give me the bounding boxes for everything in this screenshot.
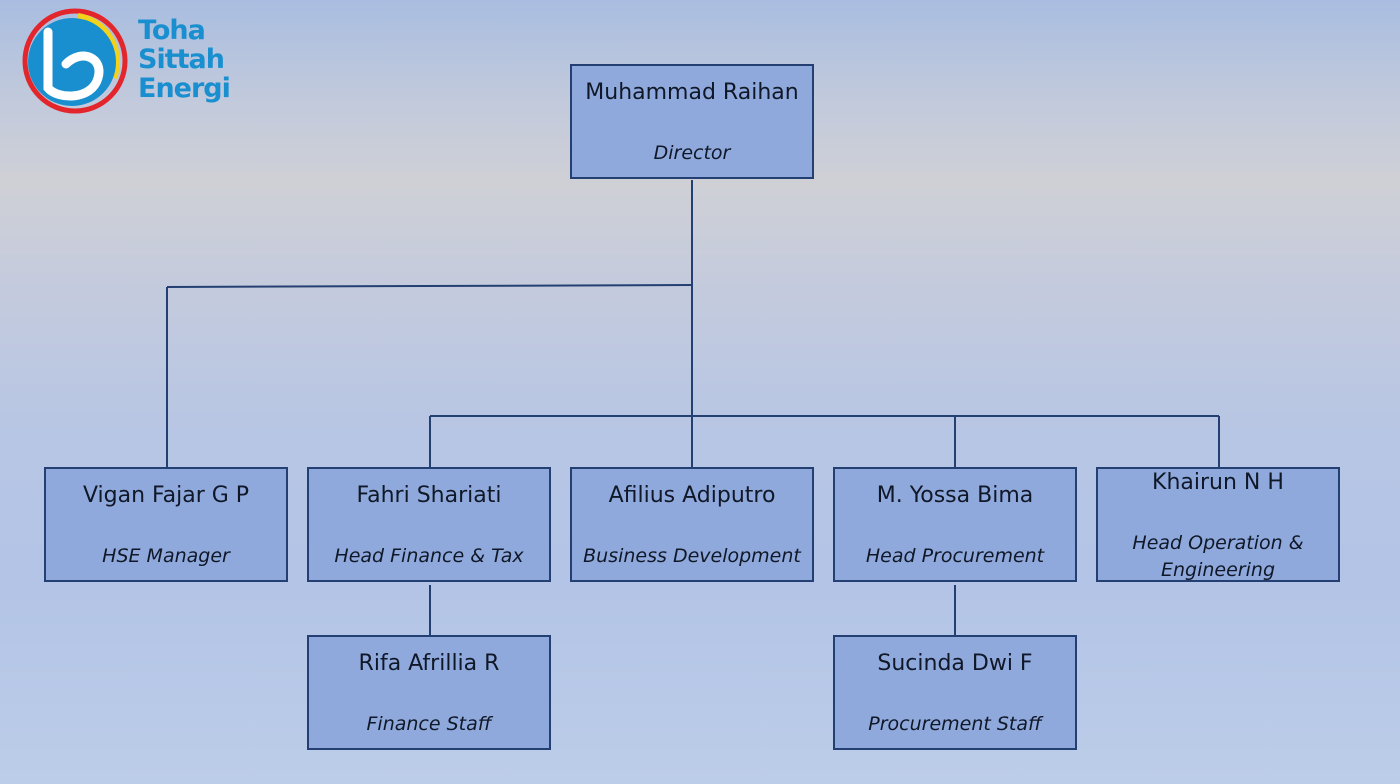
node-role: Head Finance & Tax <box>334 545 524 567</box>
node-role: Head Operation & Engineering <box>1132 532 1304 581</box>
node-name: M. Yossa Bima <box>876 483 1034 508</box>
connector-hse-branch <box>166 284 693 288</box>
node-head-procurement: M. Yossa Bima Head Procurement <box>833 467 1077 582</box>
node-name: Sucinda Dwi F <box>877 651 1033 676</box>
node-head-operation: Khairun N H Head Operation & Engineering <box>1096 467 1340 582</box>
node-business-development: Afilius Adiputro Business Development <box>570 467 814 582</box>
node-role: Director <box>653 142 731 164</box>
node-name: Muhammad Raihan <box>585 80 799 105</box>
node-name: Vigan Fajar G P <box>82 483 250 508</box>
node-role: Business Development <box>583 545 801 567</box>
b-swirl-logo-icon <box>22 8 128 114</box>
node-name: Afilius Adiputro <box>608 483 776 508</box>
logo-word-3: Energi <box>138 73 231 104</box>
node-finance-staff: Rifa Afrillia R Finance Staff <box>307 635 551 750</box>
node-name: Rifa Afrillia R <box>358 651 500 676</box>
node-role: Procurement Staff <box>868 713 1042 735</box>
node-procurement-staff: Sucinda Dwi F Procurement Staff <box>833 635 1077 750</box>
node-role: Finance Staff <box>366 713 492 735</box>
logo-word-2: Sittah <box>138 44 225 75</box>
node-head-finance: Fahri Shariati Head Finance & Tax <box>307 467 551 582</box>
company-logo: Toha Sittah Energi <box>18 8 248 116</box>
node-name: Fahri Shariati <box>356 483 502 508</box>
node-hse-manager: Vigan Fajar G P HSE Manager <box>44 467 288 582</box>
node-director: Muhammad Raihan Director <box>570 64 814 179</box>
node-role: HSE Manager <box>102 545 230 567</box>
logo-word-1: Toha <box>138 15 206 46</box>
node-name: Khairun N H <box>1152 470 1284 495</box>
node-role: Head Procurement <box>865 545 1045 567</box>
